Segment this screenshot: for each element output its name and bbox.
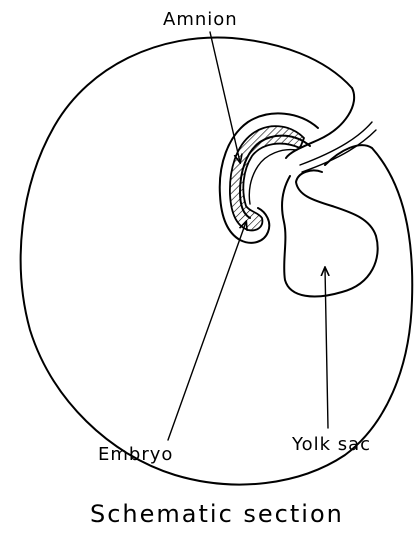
- embryo-label: Embryo: [98, 444, 173, 465]
- connecting-stalk-line-2: [302, 130, 376, 172]
- embryo-pointer: [168, 222, 246, 440]
- diagram-caption: Schematic section: [90, 500, 344, 528]
- yolk-sac: [282, 170, 378, 296]
- amnion-label: Amnion: [163, 9, 238, 30]
- yolk-sac-pointer: [325, 268, 328, 428]
- yolk-sac-label: Yolk sac: [291, 434, 371, 455]
- amnion-pointer: [210, 32, 240, 162]
- connecting-stalk-upper: [286, 88, 354, 158]
